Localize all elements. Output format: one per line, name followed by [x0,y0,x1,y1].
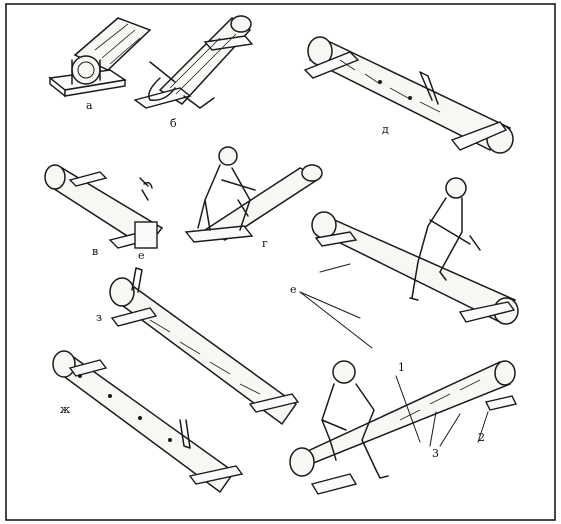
label-panel-v: в [92,245,99,258]
panel-d-drawing [303,36,514,154]
panel-zh-drawing [52,350,244,494]
panel-e-drawing [311,177,519,325]
callout-1: 1 [398,361,405,374]
panel-b-drawing [133,15,254,109]
label-panel-b: б [170,117,177,130]
label-panel-a: а [86,99,93,112]
callout-2: 2 [478,431,485,444]
panel-a-drawing [48,17,152,98]
label-panel-g: г [262,237,268,250]
callout-3: 3 [432,447,439,460]
label-panel-e: е [290,283,297,296]
panel-main-drawing [289,360,518,495]
panel-z-drawing [109,267,300,426]
label-panel-d: д [382,123,389,136]
panel-v-drawing [44,164,164,249]
label-panel-z: з [96,311,102,324]
label-panel-zh: ж [60,403,71,416]
panel-g-drawing [184,146,323,243]
label-panel-v-sub: е [138,249,145,262]
leader-lines [299,263,489,447]
figure-border [5,3,556,521]
